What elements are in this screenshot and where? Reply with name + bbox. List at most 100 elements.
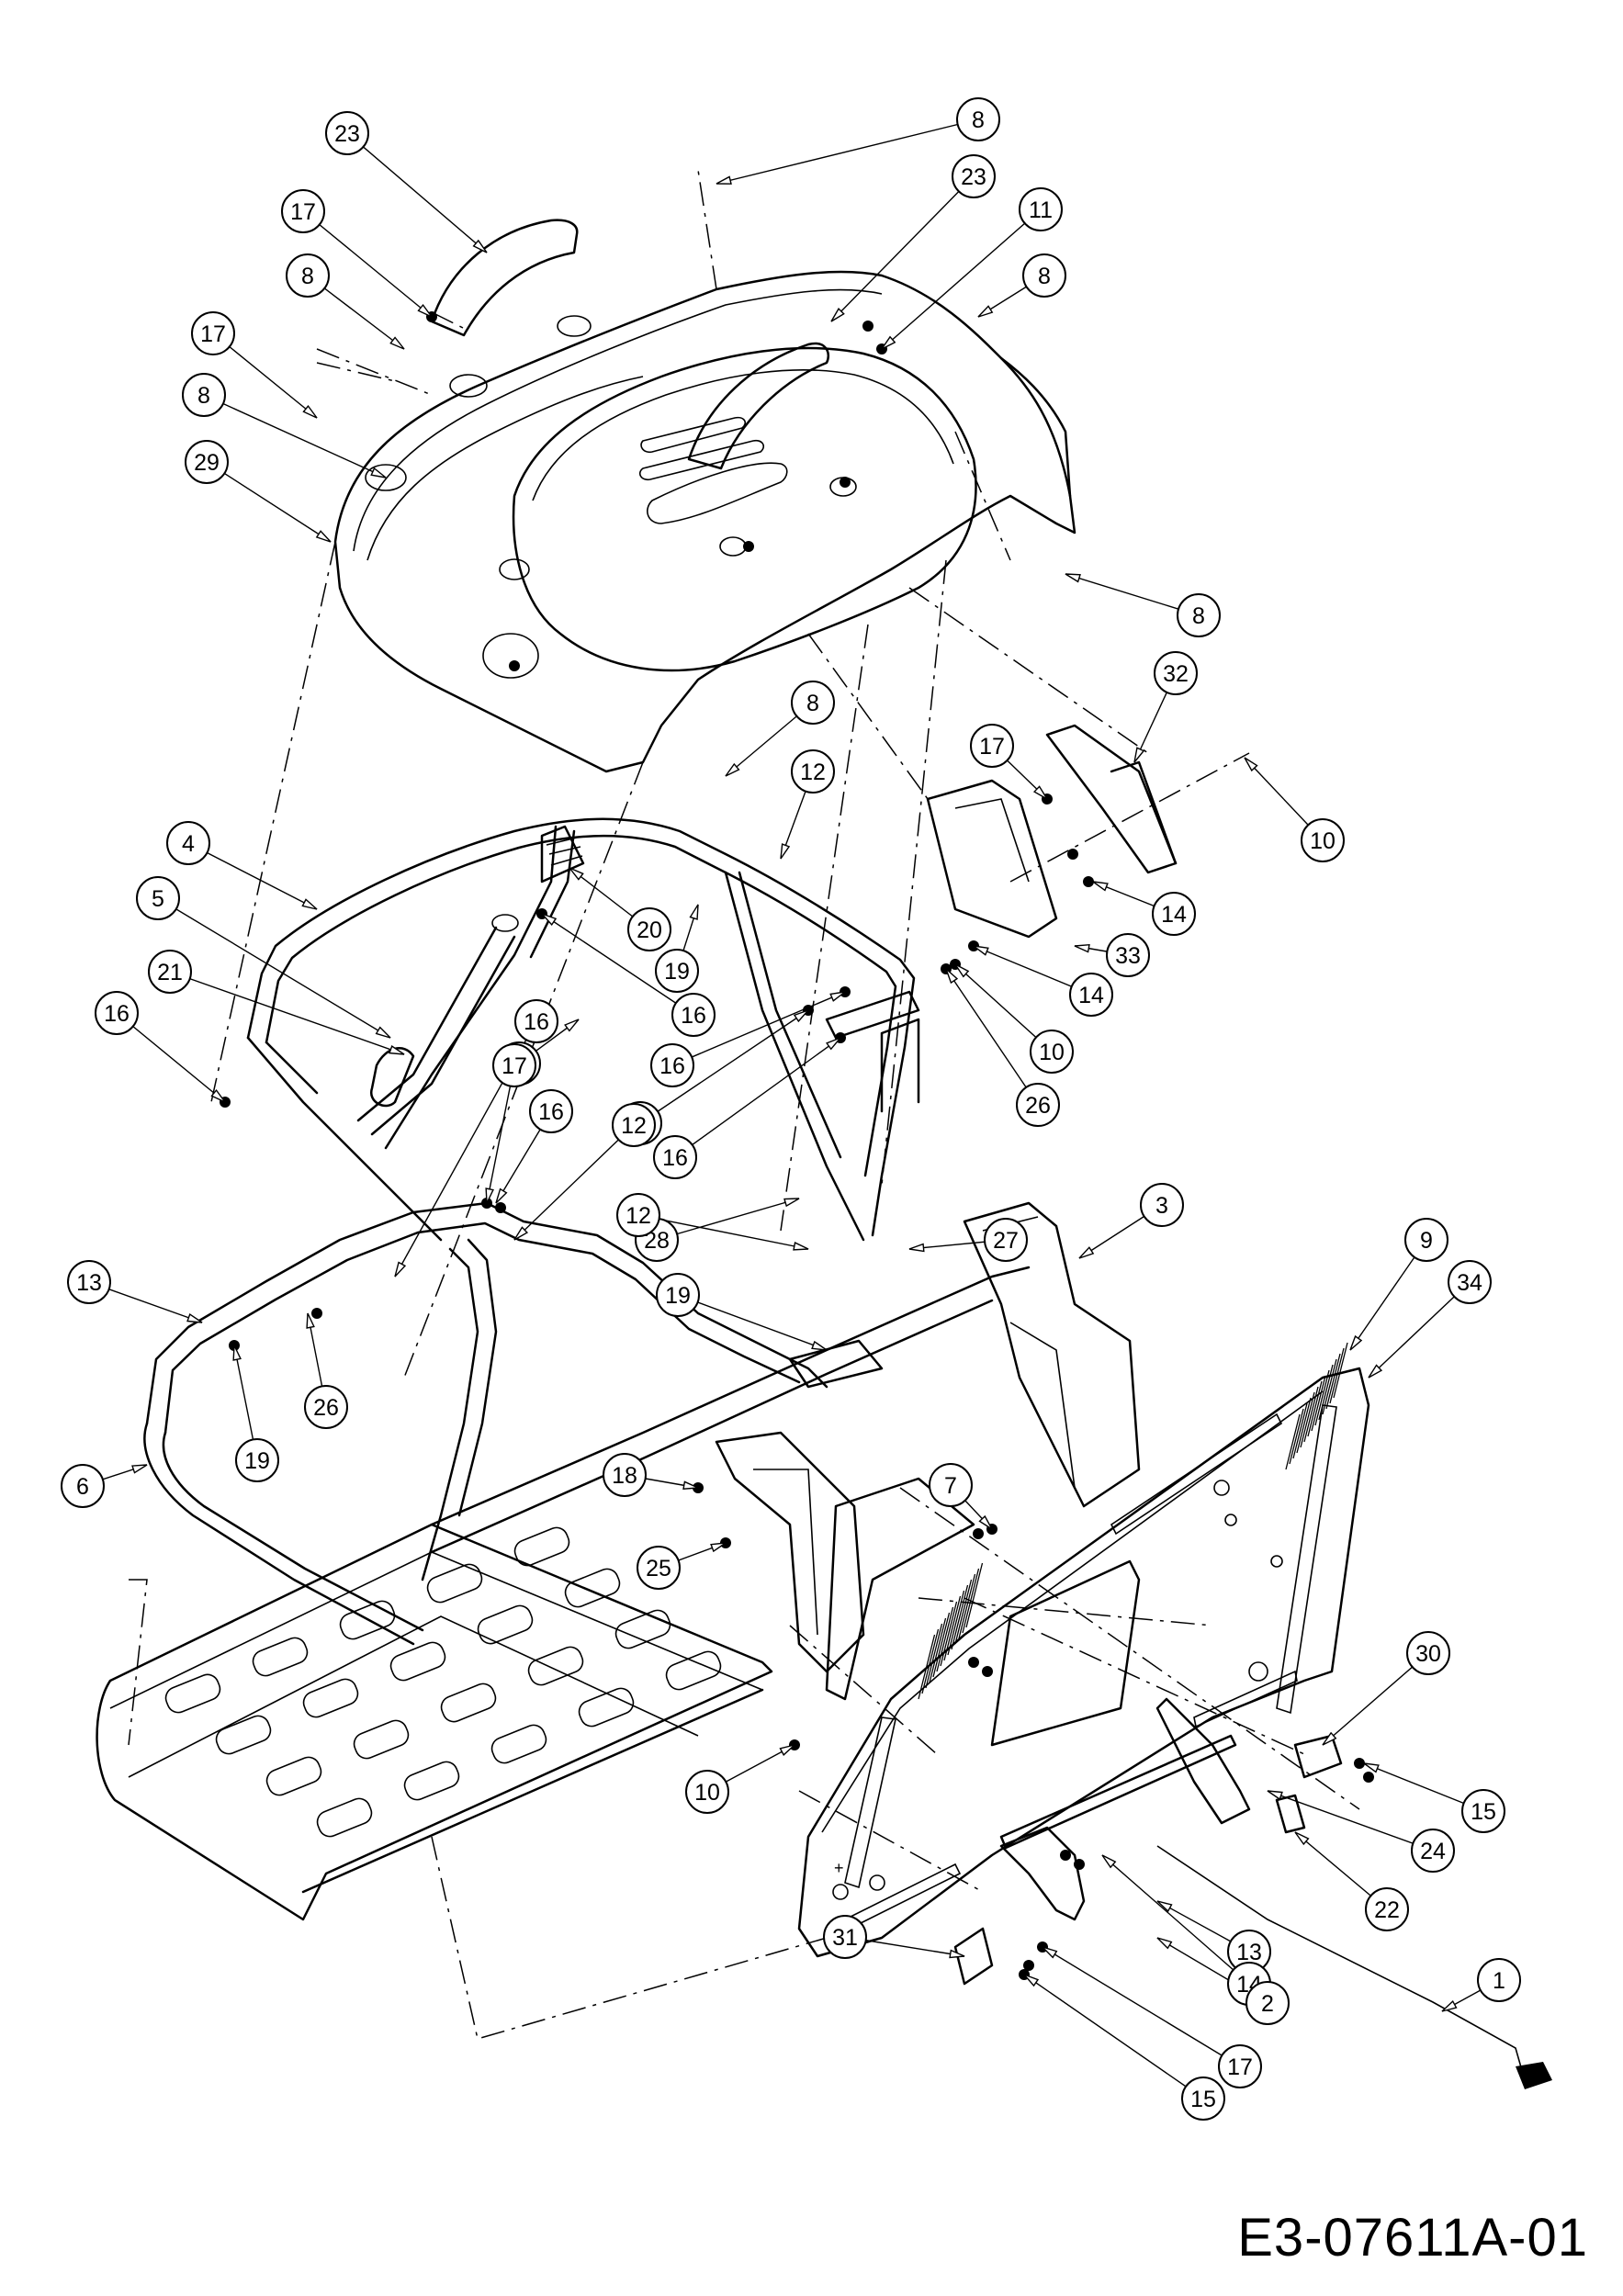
callout-bubble: 17: [191, 311, 235, 355]
callout-label: 2: [1261, 1991, 1274, 2017]
callout-bubble: 8: [286, 253, 330, 298]
assembly-lines: [128, 169, 1360, 2040]
callout-circle: [148, 950, 192, 994]
mat-cell: [564, 1568, 621, 1608]
callout-label: 26: [1025, 1093, 1051, 1119]
callout-label: 10: [1039, 1040, 1065, 1065]
callout-circle: [325, 111, 369, 155]
callout-bubble: 17: [1218, 2044, 1262, 2088]
leader-arrowhead: [811, 1340, 828, 1351]
callout-label: 11: [1029, 197, 1053, 223]
grille-slot: [1311, 1375, 1326, 1432]
mat-cell: [614, 1609, 671, 1649]
callout-label: 8: [197, 383, 210, 409]
callout-circle: [984, 1218, 1028, 1262]
leader-arrowhead: [945, 968, 959, 985]
leader-line: [1101, 1854, 1250, 1985]
leader-arrowhead: [1267, 1790, 1283, 1801]
callout-bubble: 15: [1181, 2077, 1225, 2121]
callout-bubble: 4: [166, 821, 210, 865]
leader-arrowhead: [315, 530, 332, 543]
leader-arrowhead: [417, 303, 433, 318]
callout-bubble: 12: [612, 1103, 656, 1147]
callout-bubble: 11: [1019, 187, 1063, 231]
callout-bubble: 13: [67, 1260, 111, 1304]
callout-bubble: 23: [325, 111, 369, 155]
leader-arrowhead: [370, 467, 387, 478]
mat-cell: [265, 1756, 322, 1796]
callout-circle: [67, 1260, 111, 1304]
leader-line: [830, 175, 975, 322]
leader-line: [1368, 1281, 1471, 1379]
callout-label: 32: [1163, 661, 1189, 687]
callout-label: 7: [944, 1473, 957, 1499]
callout-circle: [1069, 973, 1113, 1017]
callout-label: 23: [961, 164, 986, 190]
callout-circle: [1177, 593, 1221, 637]
callout-bubble: 1: [1477, 1958, 1521, 2002]
leader-line: [203, 394, 387, 478]
callout-label: 25: [646, 1556, 671, 1581]
grille-slot: [943, 1595, 962, 1661]
bracket-part: [926, 724, 1178, 939]
leader-arrowhead: [131, 1464, 148, 1474]
leader-line: [656, 1198, 800, 1241]
grille-slot: [1322, 1358, 1337, 1415]
callout-circle: [603, 1453, 647, 1497]
callout-circle: [1016, 1083, 1060, 1127]
leader-line: [677, 1294, 828, 1351]
leader-lines: [82, 118, 1500, 2099]
callout-bubble: 16: [671, 993, 716, 1037]
callout-label: 16: [524, 1009, 549, 1035]
callout-label: 17: [200, 321, 226, 347]
callout-label: 12: [621, 1113, 647, 1139]
leader-line: [302, 210, 433, 318]
callout-circle: [956, 97, 1000, 141]
callout-circle: [791, 681, 835, 725]
callout-label: 19: [244, 1448, 270, 1474]
mat-cell: [389, 1641, 446, 1682]
side-bracket-part: [825, 1477, 975, 1701]
callout-bubble: 19: [655, 949, 699, 993]
leader-arrowhead: [682, 1480, 699, 1490]
callout-label: 19: [665, 1283, 691, 1309]
callout-bubble: 26: [304, 1385, 348, 1429]
fastener-dot: [743, 541, 754, 552]
callout-circle: [650, 1043, 694, 1087]
grille-slot: [1325, 1353, 1341, 1410]
callout-label: 16: [681, 1003, 706, 1029]
leader-arrowhead: [1156, 1937, 1173, 1950]
rear-panel-part: +: [797, 1342, 1370, 1958]
leader-line: [169, 971, 405, 1055]
callout-bubble: 18: [603, 1453, 647, 1497]
mat-cell: [215, 1715, 272, 1755]
leader-line: [881, 208, 1042, 350]
leader-line: [346, 132, 488, 253]
grille-slot: [940, 1601, 958, 1667]
callout-circle: [1181, 2077, 1225, 2121]
callout-bubble: 26: [1016, 1083, 1060, 1127]
svg-text:+: +: [834, 1859, 844, 1877]
callout-bubble: 27: [984, 1218, 1028, 1262]
mat-cell: [527, 1646, 584, 1686]
leader-arrowhead: [1368, 1364, 1383, 1379]
callout-bubble: 23: [952, 154, 996, 198]
callout-bubble: 3: [1140, 1183, 1184, 1227]
callout-circle: [1218, 2044, 1262, 2088]
callout-label: 20: [637, 917, 662, 943]
callout-circle: [1461, 1789, 1505, 1833]
leader-arrowhead: [779, 1744, 795, 1756]
fastener-dot: [1083, 876, 1094, 887]
callout-label: 17: [290, 199, 316, 225]
callout-label: 13: [1236, 1940, 1262, 1965]
callout-label: 15: [1471, 1799, 1496, 1825]
callout-circle: [95, 991, 139, 1035]
latch-part: [1155, 1697, 1343, 1834]
callout-label: 14: [1161, 902, 1187, 928]
callout-bubble: 15: [1461, 1789, 1505, 1833]
hinge-bracket-part: [953, 1826, 1086, 1986]
mat-cell: [440, 1683, 497, 1723]
leader-arrowhead: [829, 991, 846, 1002]
leader-line: [1322, 1652, 1429, 1746]
callout-circle: [235, 1438, 279, 1482]
